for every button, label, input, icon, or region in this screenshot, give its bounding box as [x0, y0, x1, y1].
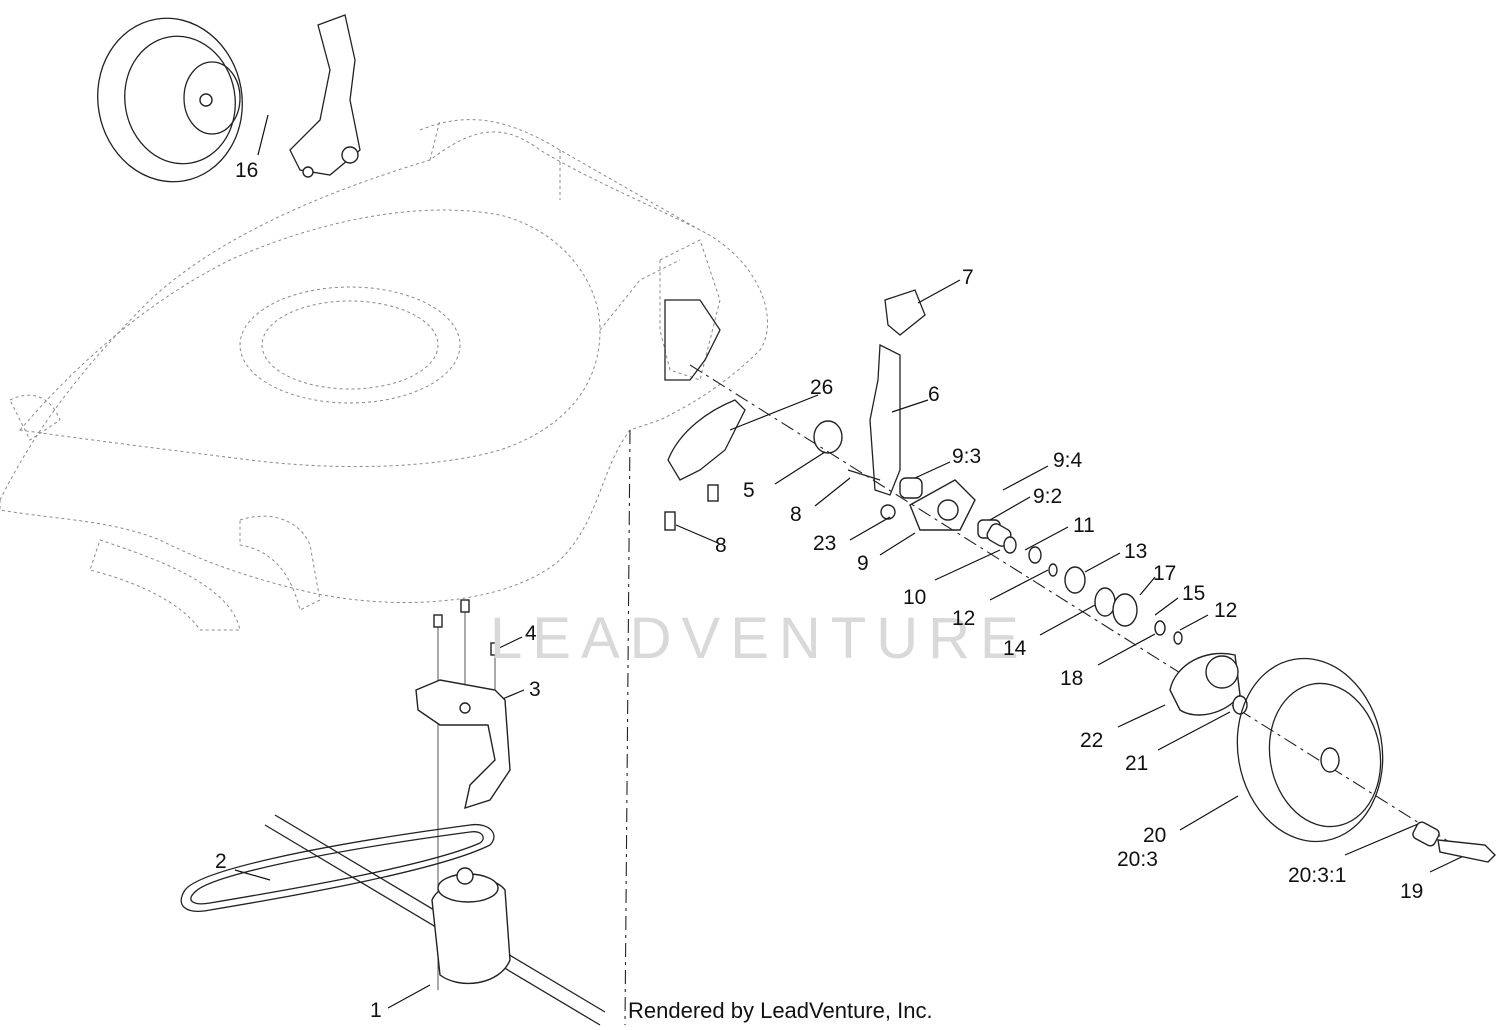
leader-10 — [934, 549, 1001, 581]
credit-text: Rendered by LeadVenture, Inc. — [628, 998, 933, 1023]
leader-20-3-1 — [1344, 823, 1419, 856]
leader-9-3 — [914, 461, 951, 479]
leader-6 — [891, 399, 929, 413]
label-9-3: 9:3 — [952, 445, 981, 468]
watermark-text: LEADVENTURE — [490, 606, 1029, 671]
leader-16 — [257, 114, 269, 156]
label-20: 20 — [1143, 824, 1166, 847]
label-13: 13 — [1124, 540, 1147, 563]
wheel-drive-parts — [986, 523, 1248, 716]
label-10: 10 — [903, 586, 926, 609]
label-7: 7 — [962, 266, 974, 289]
label-14: 14 — [1003, 637, 1027, 660]
leader-23 — [849, 516, 891, 541]
label-2: 2 — [215, 850, 227, 873]
label-6: 6 — [928, 383, 940, 406]
label-18: 18 — [1060, 667, 1083, 690]
transmission-cover — [415, 599, 511, 990]
leader-22 — [1117, 704, 1166, 728]
leader-15 — [1154, 597, 1179, 616]
label-17: 17 — [1153, 562, 1176, 585]
leader-11 — [1024, 526, 1069, 551]
label-20-3: 20:3 — [1117, 848, 1158, 871]
label-23: 23 — [813, 532, 836, 555]
leader-12a — [989, 569, 1049, 601]
label-19: 19 — [1400, 880, 1423, 903]
label-9: 9 — [857, 552, 869, 575]
leader-7 — [917, 279, 961, 304]
label-5: 5 — [743, 479, 755, 502]
leader-2 — [234, 869, 271, 881]
axle-centerline — [689, 364, 1471, 856]
label-9-2: 9:2 — [1033, 485, 1062, 508]
mower-deck-outline — [0, 119, 768, 631]
label-21: 21 — [1125, 752, 1148, 775]
leader-9 — [879, 532, 916, 556]
drive-belt-and-transmission — [180, 814, 606, 1026]
label-11: 11 — [1073, 514, 1095, 537]
leader-1 — [387, 984, 431, 1009]
label-9-4: 9:4 — [1053, 449, 1083, 472]
leader-8a — [814, 477, 851, 507]
label-1: 1 — [370, 999, 382, 1022]
label-4: 4 — [525, 622, 537, 645]
deck-dash-line — [624, 429, 631, 1026]
leader-8b — [675, 524, 719, 544]
label-8a: 8 — [790, 503, 802, 526]
leader-9-4 — [1002, 465, 1049, 491]
label-20-3-1: 20:3:1 — [1288, 864, 1346, 887]
leader-12b — [1179, 614, 1209, 631]
label-12b: 12 — [1214, 599, 1237, 622]
label-16: 16 — [235, 159, 258, 182]
leader-18 — [1097, 633, 1156, 666]
leader-14 — [1039, 604, 1096, 636]
height-adjuster-bracket — [664, 289, 1001, 539]
label-22: 22 — [1080, 729, 1103, 752]
leader-21 — [1157, 711, 1231, 751]
label-8b: 8 — [715, 534, 727, 557]
leader-17 — [1139, 576, 1156, 596]
leader-9-2 — [989, 496, 1031, 521]
upper-wheel-assembly — [97, 14, 361, 183]
label-15: 15 — [1182, 582, 1205, 605]
leader-20 — [1179, 795, 1239, 831]
leader-lines — [234, 279, 1473, 1009]
label-12a: 12 — [952, 607, 975, 630]
leader-26 — [729, 394, 819, 431]
rear-wheel — [1236, 657, 1496, 863]
label-26: 26 — [810, 376, 833, 399]
leader-5 — [774, 451, 826, 485]
leader-13 — [1084, 552, 1121, 573]
label-3: 3 — [529, 678, 541, 701]
